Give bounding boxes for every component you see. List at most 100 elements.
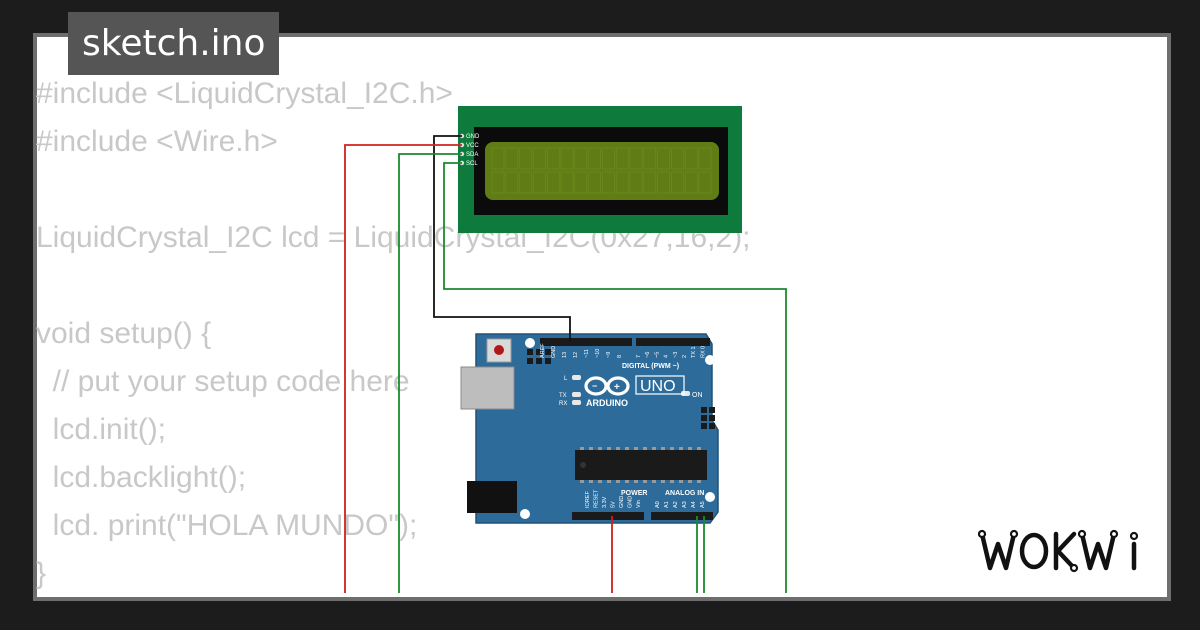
lcd-cell: [671, 147, 684, 170]
analog-pin-label: A3: [682, 501, 688, 508]
lcd-cell: [657, 171, 670, 194]
digital-pin-label: AREF: [540, 343, 546, 358]
power-pin-label: 3.3V: [602, 496, 608, 508]
chip-leg: [607, 447, 611, 450]
chip-leg: [697, 480, 701, 483]
analog-pin-label: A5: [700, 501, 706, 508]
code-line: lcd.init();: [36, 413, 167, 446]
reset-button-cap[interactable]: [494, 345, 504, 355]
digital-pin-label: ~6: [645, 352, 651, 358]
lcd-cell: [505, 147, 519, 170]
lcd-cell: [574, 171, 588, 194]
code-line: #include <Wire.h>: [36, 125, 278, 158]
analog-pin-label: A0: [655, 501, 661, 508]
chip-leg: [679, 480, 683, 483]
lcd-cell: [505, 171, 519, 194]
analog-pin-label: A4: [691, 501, 697, 508]
lcd-cell: [588, 147, 601, 170]
icsp-header-top: [527, 349, 551, 364]
chip-leg: [598, 480, 602, 483]
code-editor: #include <LiquidCrystal_I2C.h> #include <…: [36, 70, 751, 598]
chip-leg: [643, 480, 647, 483]
power-label: POWER: [621, 490, 647, 497]
lcd-cell: [546, 171, 560, 194]
mounting-hole: [520, 509, 530, 519]
power-pin-label: 5V: [611, 501, 617, 508]
digital-header-left: [540, 338, 632, 346]
power-header: [572, 512, 644, 520]
chip-leg: [616, 480, 620, 483]
chip-leg: [598, 447, 602, 450]
wire-vcc[interactable]: [344, 144, 462, 600]
digital-pin-label: ~3: [673, 352, 679, 358]
wire-scl[interactable]: [443, 162, 787, 600]
lcd-cell: [643, 171, 657, 194]
lcd-cell: [657, 147, 670, 170]
chip-leg: [670, 480, 674, 483]
digital-pin-label: RX 0: [700, 346, 706, 358]
lcd-cell: [519, 147, 532, 170]
power-pin-label: IOREF: [585, 491, 591, 508]
lcd-cell: [684, 147, 698, 170]
lcd-cell: [533, 171, 546, 194]
chip-leg: [697, 447, 701, 450]
chip-leg: [670, 447, 674, 450]
lcd-cell: [602, 147, 615, 170]
chip-leg: [652, 480, 656, 483]
lcd-cell: [615, 147, 629, 170]
wire-sda[interactable]: [398, 153, 462, 600]
chip-leg: [616, 447, 620, 450]
power-pin-label: Vin: [636, 500, 642, 508]
lcd-cell: [491, 147, 505, 170]
lcd-cell: [602, 171, 615, 194]
digital-pin-label: 7: [636, 355, 642, 358]
digital-pin-label: TX 1: [691, 346, 697, 358]
lcd-cell: [546, 147, 560, 170]
analog-pin-label: A1: [664, 501, 670, 508]
chip-leg: [688, 480, 692, 483]
wire-gnd[interactable]: [433, 135, 571, 342]
wokwi-logo: [978, 529, 1139, 573]
digital-pin-label: 13: [562, 352, 568, 358]
chip-leg: [634, 480, 638, 483]
lcd-module[interactable]: GND VCC SDA SCL: [458, 106, 742, 233]
digital-pin-label: ~5: [654, 352, 660, 358]
digital-header-right: [636, 338, 710, 346]
digital-pin-label: ~10: [595, 349, 601, 358]
mounting-hole: [705, 492, 715, 502]
chip-leg: [652, 447, 656, 450]
mounting-hole: [525, 338, 535, 348]
lcd-cell: [519, 171, 532, 194]
code-line: }: [36, 557, 47, 590]
file-tab-label: sketch.ino: [82, 23, 266, 64]
analog-pin-label: A2: [673, 501, 679, 508]
chip-leg: [643, 447, 647, 450]
lcd-cell: [671, 171, 684, 194]
led-label: L: [564, 376, 568, 382]
led-label: TX: [559, 393, 567, 399]
code-line: #include <LiquidCrystal_I2C.h>: [36, 77, 453, 110]
lcd-pin-label: SDA: [466, 152, 478, 158]
digital-label: DIGITAL (PWM ~): [622, 363, 679, 370]
power-pin-label: RESET: [594, 489, 600, 508]
lcd-cell: [533, 147, 546, 170]
lcd-cell: [574, 147, 588, 170]
atmega-chip: [575, 450, 707, 480]
code-line: void setup() {: [36, 317, 212, 350]
digital-pin-label: 12: [573, 352, 579, 358]
lcd-cell: [698, 147, 712, 170]
digital-pin-label: 8: [617, 355, 623, 358]
digital-pin-label: 2: [682, 355, 688, 358]
plus-mark: +: [614, 382, 620, 393]
lcd-cell: [629, 147, 643, 170]
digital-pin-label: ~9: [606, 352, 612, 358]
lcd-pin-label: VCC: [466, 143, 479, 149]
chip-leg: [625, 447, 629, 450]
chip-legs: [580, 447, 701, 483]
file-tab[interactable]: sketch.ino: [68, 12, 280, 75]
model-frame: [635, 375, 685, 395]
